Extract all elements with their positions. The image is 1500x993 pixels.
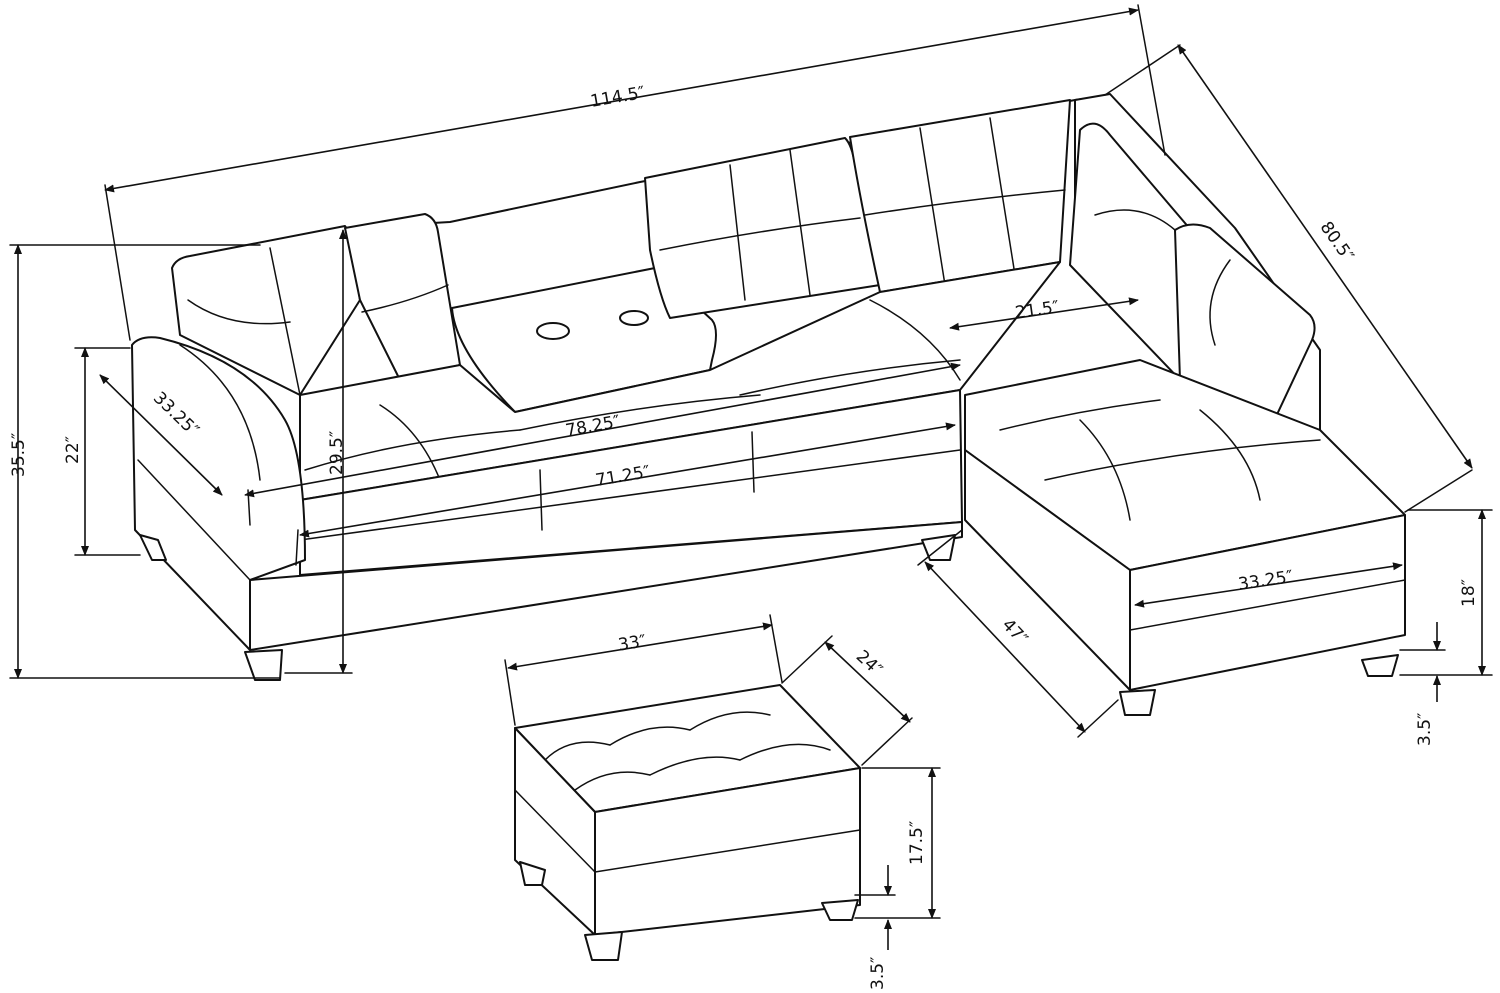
label-chaise-seat-height: 18″ [1459,579,1479,607]
sofa-leg-2 [244,649,283,681]
chaise-leg-2 [1361,654,1399,677]
label-ottoman-height: 17.5″ [907,821,927,865]
chaise-leg-1 [1119,689,1156,716]
ottoman-leg-2 [584,931,623,961]
cupholder-2 [619,310,649,326]
label-chaise-leg-height: 3.5″ [1415,713,1435,746]
back-cushion-second [344,213,461,381]
label-arm-height: 22″ [63,436,83,464]
back-cushion-right-2 [849,99,1071,293]
ottoman-leg-1 [519,861,546,886]
label-height-overall: 35.5″ [9,433,29,477]
label-ottoman-depth: 24″ [852,647,886,681]
ottoman-leg-3 [821,899,859,921]
ottoman [514,684,861,961]
back-cushion-right-1 [644,137,881,319]
label-chaise-depth-overall: 80.5″ [1316,218,1358,266]
label-back-height: 29.5″ [327,431,347,475]
label-ottoman-width: 33″ [617,631,648,655]
main-sofa [131,95,1106,681]
label-overall-length: 114.5″ [589,83,647,112]
sofa-leg-1 [139,534,167,561]
dimension-lines [9,4,1493,950]
cupholder-1 [536,322,570,340]
label-ottoman-leg-height: 3.5″ [868,957,888,990]
